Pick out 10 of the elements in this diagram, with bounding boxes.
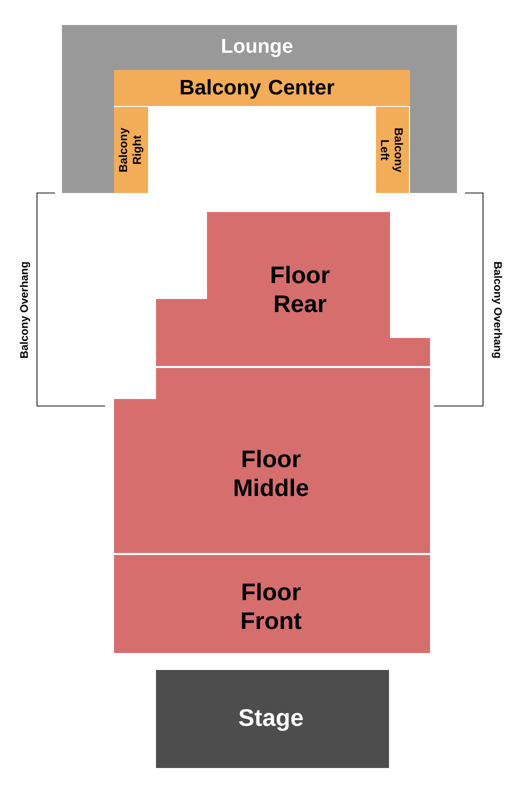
seating-section: Floor Front <box>114 555 430 653</box>
balcony-section: Balcony Right <box>114 107 148 193</box>
node-label: Balcony Left <box>380 128 404 172</box>
side-label: Balcony Overhang <box>492 262 502 358</box>
seating-section: Floor Middle <box>114 368 430 553</box>
node-label: Balcony Right <box>118 128 144 172</box>
balcony-section: Balcony Left <box>376 107 409 193</box>
seating-section: Floor Rear <box>156 212 430 366</box>
side-label: Balcony Overhang <box>20 262 30 358</box>
stage: Stage <box>156 670 389 768</box>
